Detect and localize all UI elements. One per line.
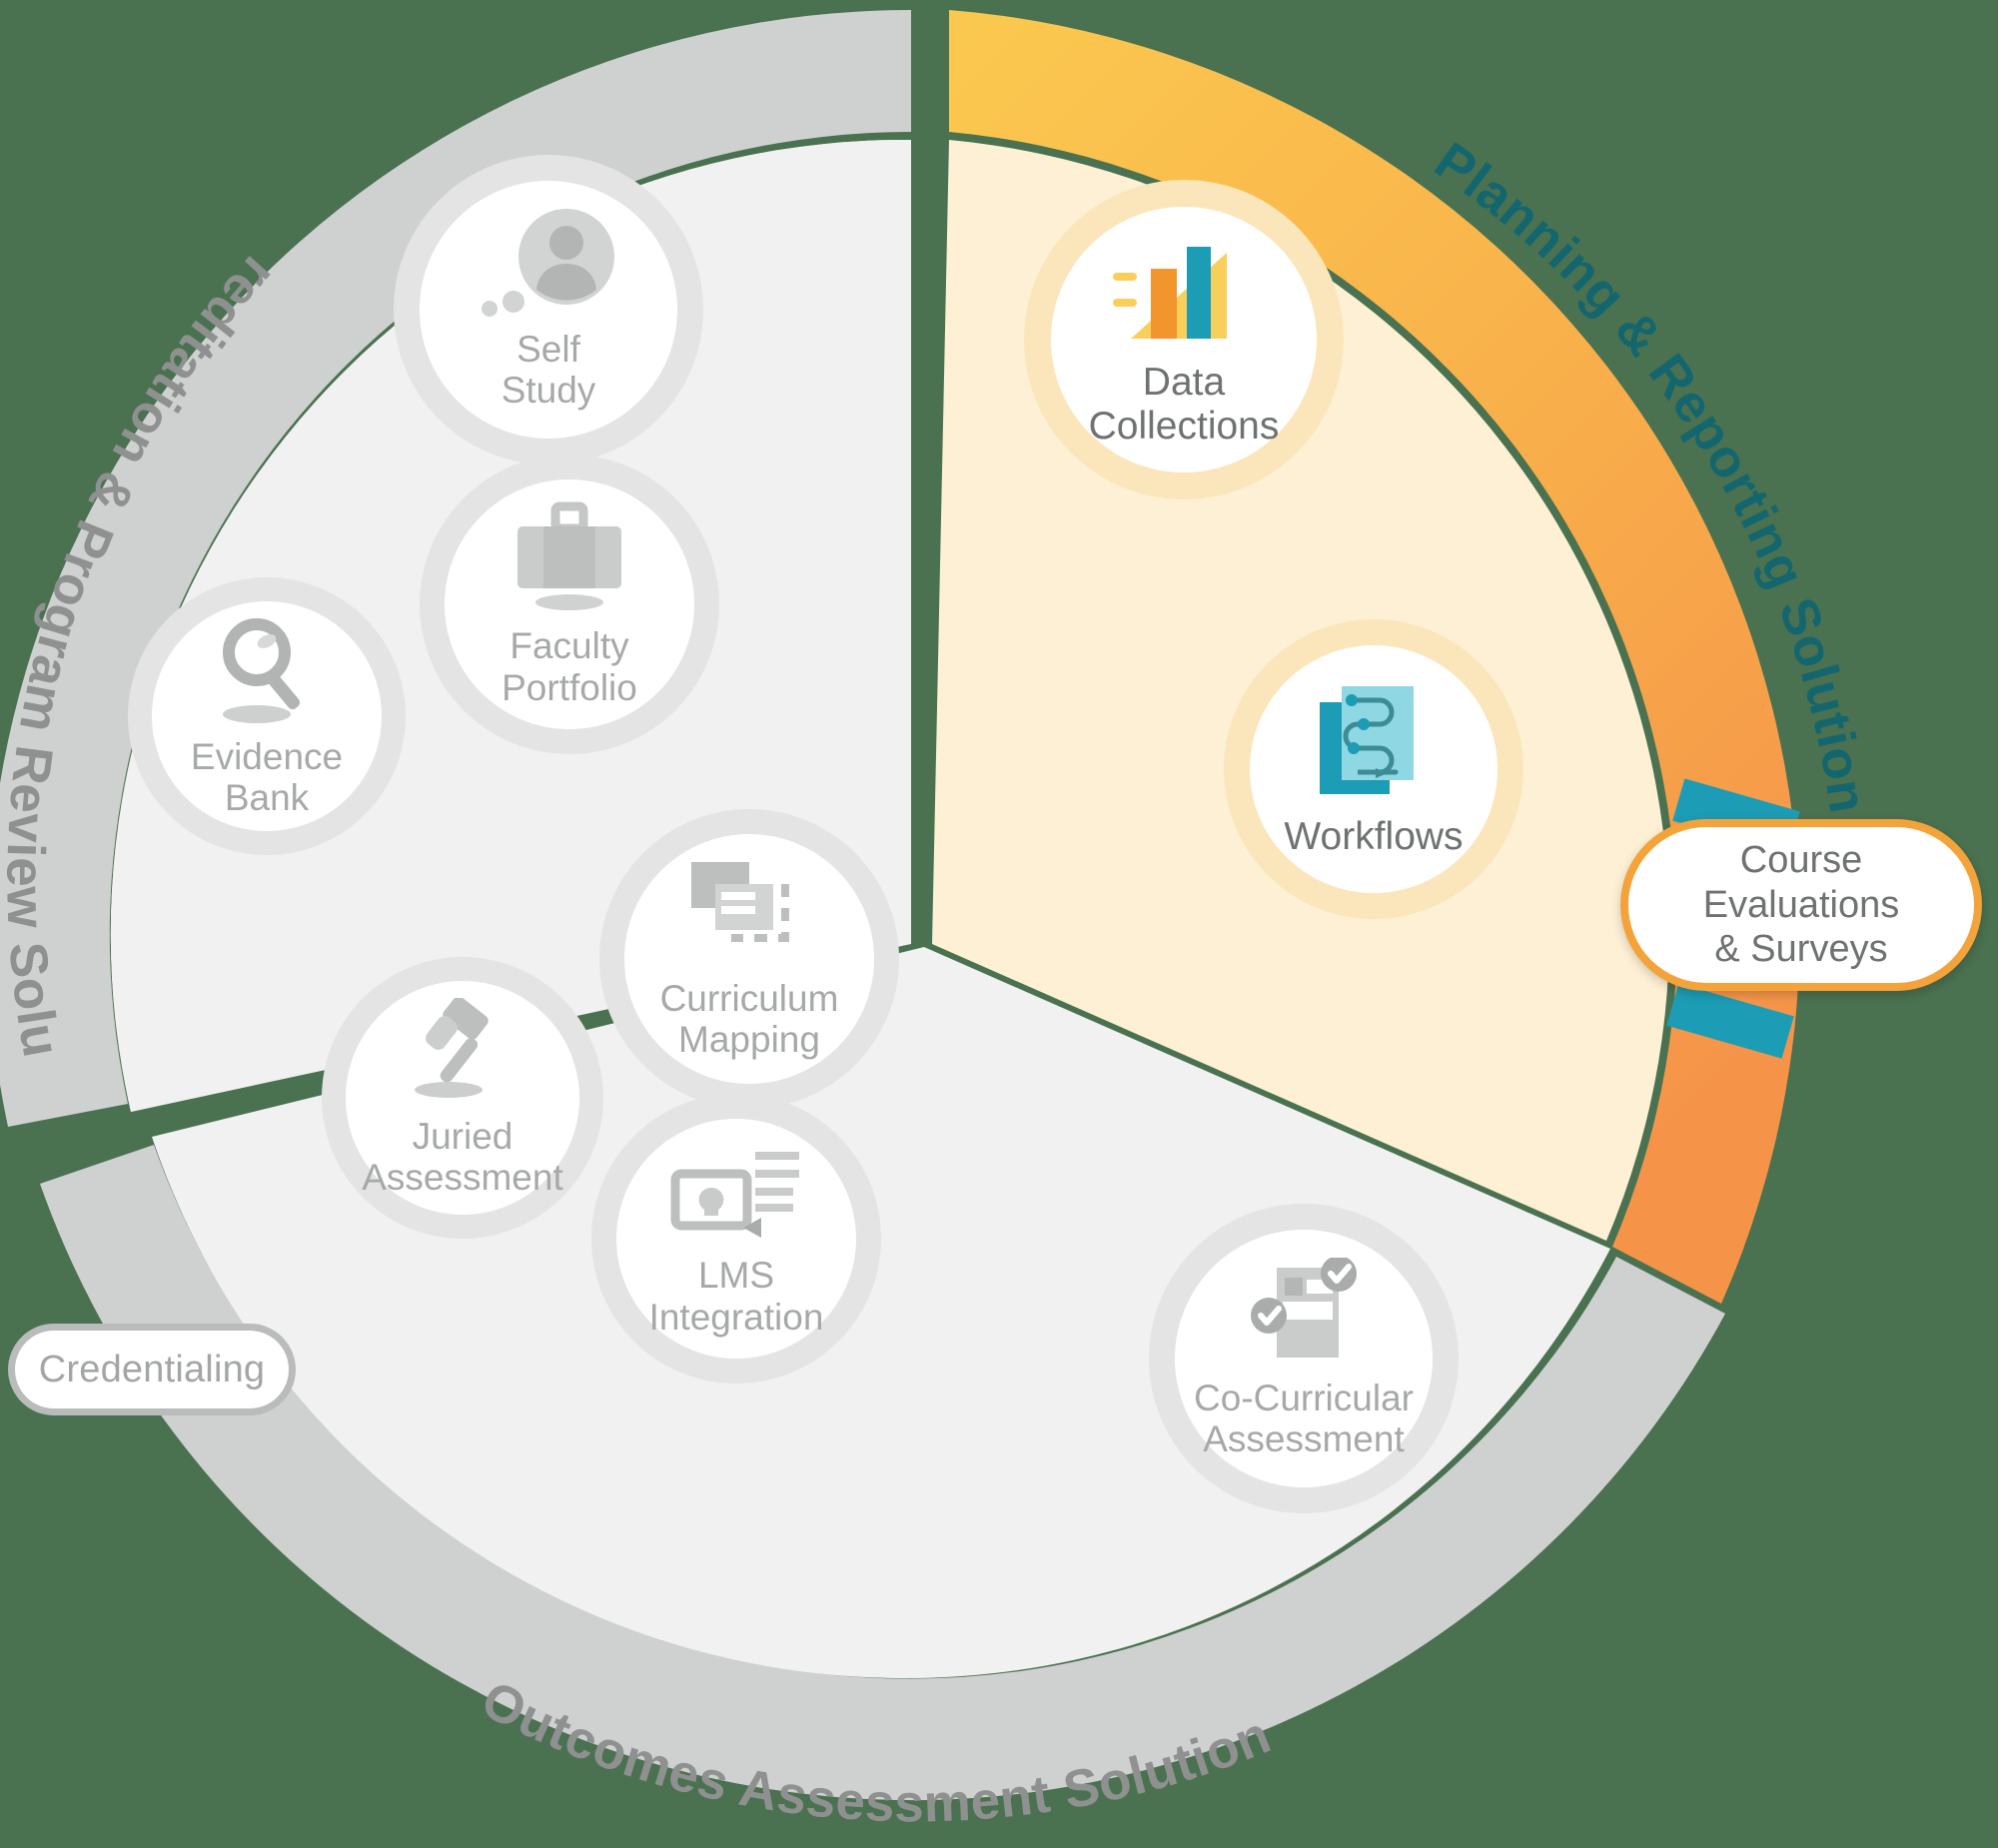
briefcase-icon <box>517 501 621 611</box>
node-evidence-bank[interactable]: Evidence Bank <box>128 577 406 855</box>
node-lms-integration[interactable]: LMS Integration <box>591 1094 881 1384</box>
node-inner: Co-Curricular Assessment <box>1175 1230 1433 1487</box>
magnifier-icon <box>223 617 301 723</box>
node-faculty-portfolio[interactable]: Faculty Portfolio <box>420 455 719 754</box>
node-label: Evidence Bank <box>190 735 344 818</box>
node-label: Faculty Portfolio <box>501 625 637 708</box>
node-inner: Workflows <box>1250 645 1498 893</box>
node-self-study[interactable]: Self Study <box>394 155 703 464</box>
node-inner: LMS Integration <box>616 1119 856 1359</box>
node-inner: Curriculum Mapping <box>624 834 874 1084</box>
node-label: Data Collections <box>1088 361 1280 448</box>
node-label: LMS Integration <box>648 1255 824 1338</box>
node-label: Self Study <box>500 328 596 411</box>
node-inner: Evidence Bank <box>152 601 382 831</box>
badge-label: Credentialing <box>38 1348 266 1390</box>
node-inner: Data Collections <box>1051 207 1317 472</box>
checklist-icon <box>1251 1257 1357 1358</box>
layered-cards-icon <box>690 861 789 942</box>
planning-ring <box>949 10 1800 1304</box>
bar-chart-icon <box>1113 247 1227 340</box>
node-co-curricular-assessment[interactable]: Co-Curricular Assessment <box>1149 1204 1459 1513</box>
outcomes-ring <box>40 1145 1725 1801</box>
gavel-icon <box>414 997 489 1098</box>
node-label: Co-Curricular Assessment <box>1194 1377 1414 1459</box>
node-workflows[interactable]: Workflows <box>1224 619 1523 919</box>
badge-credentialing[interactable]: Credentialing <box>8 1324 296 1415</box>
badge-course-evaluations-surveys[interactable]: Course Evaluations & Surveys <box>1620 819 1982 991</box>
node-inner: Juried Assessment <box>346 981 579 1215</box>
node-label: Curriculum Mapping <box>659 977 839 1060</box>
node-inner: Faculty Portfolio <box>445 479 694 729</box>
teal-connector-bottom <box>1666 983 1794 1059</box>
node-label: Workflows <box>1284 814 1464 858</box>
node-curriculum-mapping[interactable]: Curriculum Mapping <box>599 809 899 1109</box>
workflow-document-icon <box>1320 685 1414 794</box>
node-label: Juried Assessment <box>362 1115 563 1198</box>
user-avatar-icon <box>482 208 614 317</box>
presentation-bulb-icon <box>670 1152 799 1239</box>
node-data-collections[interactable]: Data Collections <box>1024 180 1344 499</box>
node-juried-assessment[interactable]: Juried Assessment <box>322 957 603 1239</box>
badge-label: Course Evaluations & Surveys <box>1702 838 1900 971</box>
node-inner: Self Study <box>420 181 677 439</box>
